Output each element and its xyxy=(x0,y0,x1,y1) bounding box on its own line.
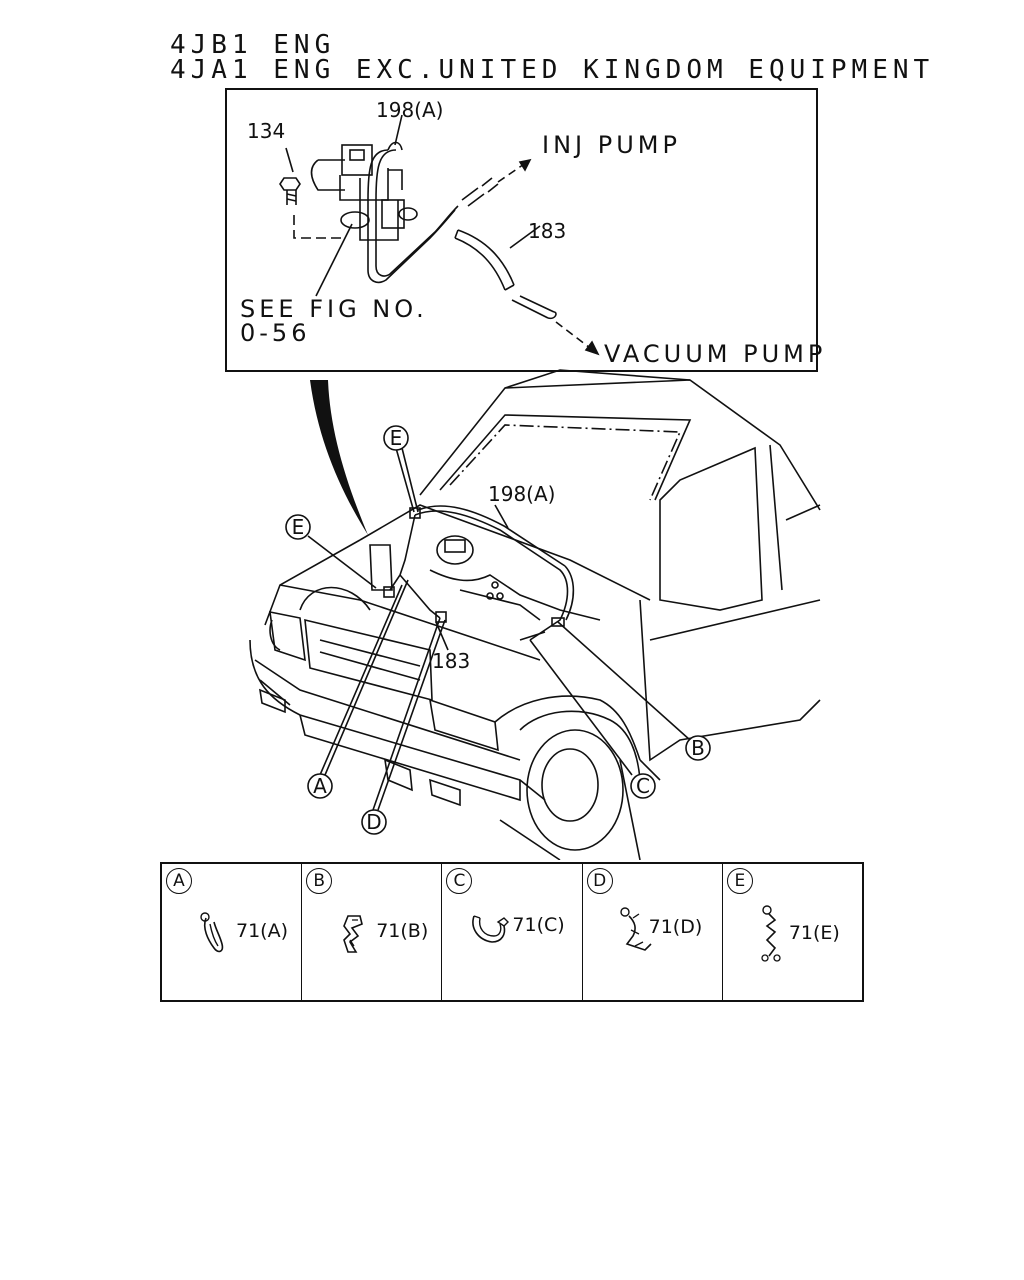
callout-e-top: E xyxy=(390,426,403,450)
clip-letter: D xyxy=(586,868,613,894)
inset-part-134: 134 xyxy=(247,119,285,143)
callout-d: D xyxy=(366,810,381,834)
parts-diagram: 198(A) 134 INJ PUMP 183 SEE FIG NO. 0-56… xyxy=(225,88,826,860)
clip-part-number: 71(E) xyxy=(788,922,840,944)
callout-circles xyxy=(285,425,711,835)
clip-cell-c: C 71(C) xyxy=(442,864,583,1000)
clip-71e-icon xyxy=(761,905,781,962)
inset-leader-pointer xyxy=(310,380,368,535)
inset-inj-pump-label: INJ PUMP xyxy=(542,131,681,159)
clip-cell-d: D 71(D) xyxy=(583,864,723,1000)
clip-part-number: 71(C) xyxy=(512,914,565,936)
clip-letter: A xyxy=(166,868,192,894)
clip-71a-icon xyxy=(200,912,224,953)
vehicle-part-183: 183 xyxy=(432,649,470,673)
clip-71c-icon xyxy=(472,915,510,943)
clip-part-number: 71(A) xyxy=(236,920,288,942)
hose-183-drawing xyxy=(315,223,600,356)
clip-part-number: 71(B) xyxy=(376,920,429,942)
inset-fig-number: 0-56 xyxy=(240,319,310,347)
header-line-2: 4JA1 ENG EXC.UNITED KINGDOM EQUIPMENT xyxy=(170,55,935,85)
callout-b: B xyxy=(691,736,705,760)
callout-e-left: E xyxy=(292,515,305,539)
header-line-1: 4JB1 ENG xyxy=(170,30,336,60)
inset-part-183: 183 xyxy=(528,219,566,243)
clip-letter: C xyxy=(446,868,473,894)
inset-vacuum-pump-label: VACUUM PUMP xyxy=(604,340,826,368)
detail-inset: 198(A) 134 INJ PUMP 183 SEE FIG NO. 0-56… xyxy=(225,88,826,372)
clip-letter: E xyxy=(726,868,753,894)
callout-a: A xyxy=(313,774,327,798)
harness-routing xyxy=(307,447,691,811)
clip-cell-b: B 71(B) xyxy=(302,864,443,1000)
vehicle-part-198a: 198(A) xyxy=(488,482,555,506)
hose-198a-drawing xyxy=(367,114,532,284)
callout-c: C xyxy=(636,774,650,798)
clip-letter: B xyxy=(306,868,333,894)
clip-table: A 71(A) B 71(B) C 71(C) D 71(D xyxy=(160,862,864,1002)
clip-71b-icon xyxy=(343,915,364,953)
vehicle-drawing xyxy=(249,369,821,860)
inset-part-198a: 198(A) xyxy=(376,98,443,122)
clip-cell-a: A 71(A) xyxy=(162,864,303,1000)
clip-part-number: 71(D) xyxy=(648,916,703,938)
vacuum-switch-drawing xyxy=(310,144,418,241)
inset-see-fig-label: SEE FIG NO. xyxy=(240,295,428,323)
clip-cell-e: E 71(E) xyxy=(723,864,862,1000)
clip-71d-icon xyxy=(619,907,652,951)
bolt-134-drawing xyxy=(279,147,345,239)
